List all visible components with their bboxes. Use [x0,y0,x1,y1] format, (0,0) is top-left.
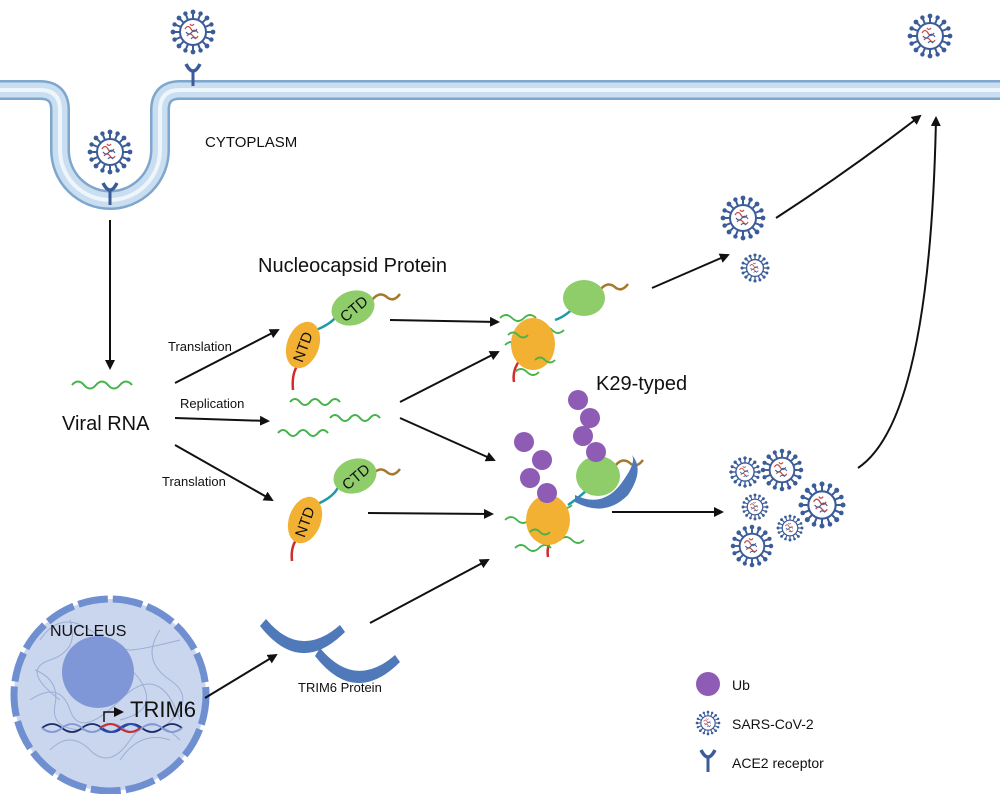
arrow-translation-top [174,329,280,384]
virus-cluster [728,447,847,569]
legend-ub-label: Ub [732,677,750,693]
translation-bottom-label: Translation [162,474,226,489]
dna-helix-icon [41,723,183,733]
k29-typed-label: K29-typed [596,373,687,395]
arrow-rna-to-rnp-bottom [399,417,496,462]
sars-cov-2-legend-icon [695,710,721,736]
arrow-rna-to-rnp-top [399,351,500,403]
ub-chain [514,390,606,503]
sars-cov-2-virus-icon [775,513,805,543]
arrow-trim6-to-complex [369,559,490,624]
arrow-virus-cluster-release [857,116,941,469]
trim6-protein-icon [260,619,400,684]
arrow-translation-bottom [174,444,274,501]
legend-ace2-label: ACE2 receptor [732,755,824,771]
arrow-n-to-rnp-bottom [367,508,494,519]
arrow-nucleus-to-trim6 [204,653,278,699]
replicated-rna-icon [277,398,381,437]
sars-cov-2-virus-icon [739,252,771,284]
nucleus: NUCLEUS TRIM6 [10,595,210,794]
nucleocapsid-protein-label: Nucleocapsid Protein [258,255,447,277]
sars-cov-2-virus-icon [86,128,134,176]
nucleocapsid-protein-bottom: NTD CTD [287,458,401,562]
sars-cov-2-virus-icon [729,523,775,569]
ubiquitinated-complex [504,390,644,558]
cell-membrane [0,80,1000,210]
trim6-protein-label: TRIM6 Protein [298,680,382,695]
sars-cov-2-virus-icon [719,194,767,242]
replication-label: Replication [180,396,244,411]
sars-cov-2-virus-icon [759,447,805,493]
arrow-virion-release [775,114,922,219]
legend-sars-label: SARS-CoV-2 [732,716,814,732]
sars-cov-2-virus-icon [797,480,847,530]
nucleocapsid-protein-top: NTD CTD [285,290,401,391]
viral-rna-label: Viral RNA [62,413,150,435]
cytoplasm-label: CYTOPLASM [205,134,297,151]
ub-legend-icon [696,672,720,696]
legend: Ub SARS-CoV-2 ACE2 receptor [695,672,824,774]
rnp-complex-top [499,280,629,383]
sars-cov-2-virus-icon [169,8,217,56]
arrow-to-rnp-top [389,316,500,327]
sars-cov-2-virus-icon [740,492,770,522]
arrow-to-virion [651,253,730,289]
sars-cov-2-virus-icon [728,455,762,489]
translation-top-label: Translation [168,339,232,354]
viral-rna-icon [71,380,133,390]
nucleus-label: NUCLEUS [50,623,126,640]
arrow-replication [174,415,270,426]
sars-cov-2-virus-icon [906,12,954,60]
trim6-gene-label: TRIM6 [130,697,196,722]
ace2-legend-icon [699,748,717,774]
